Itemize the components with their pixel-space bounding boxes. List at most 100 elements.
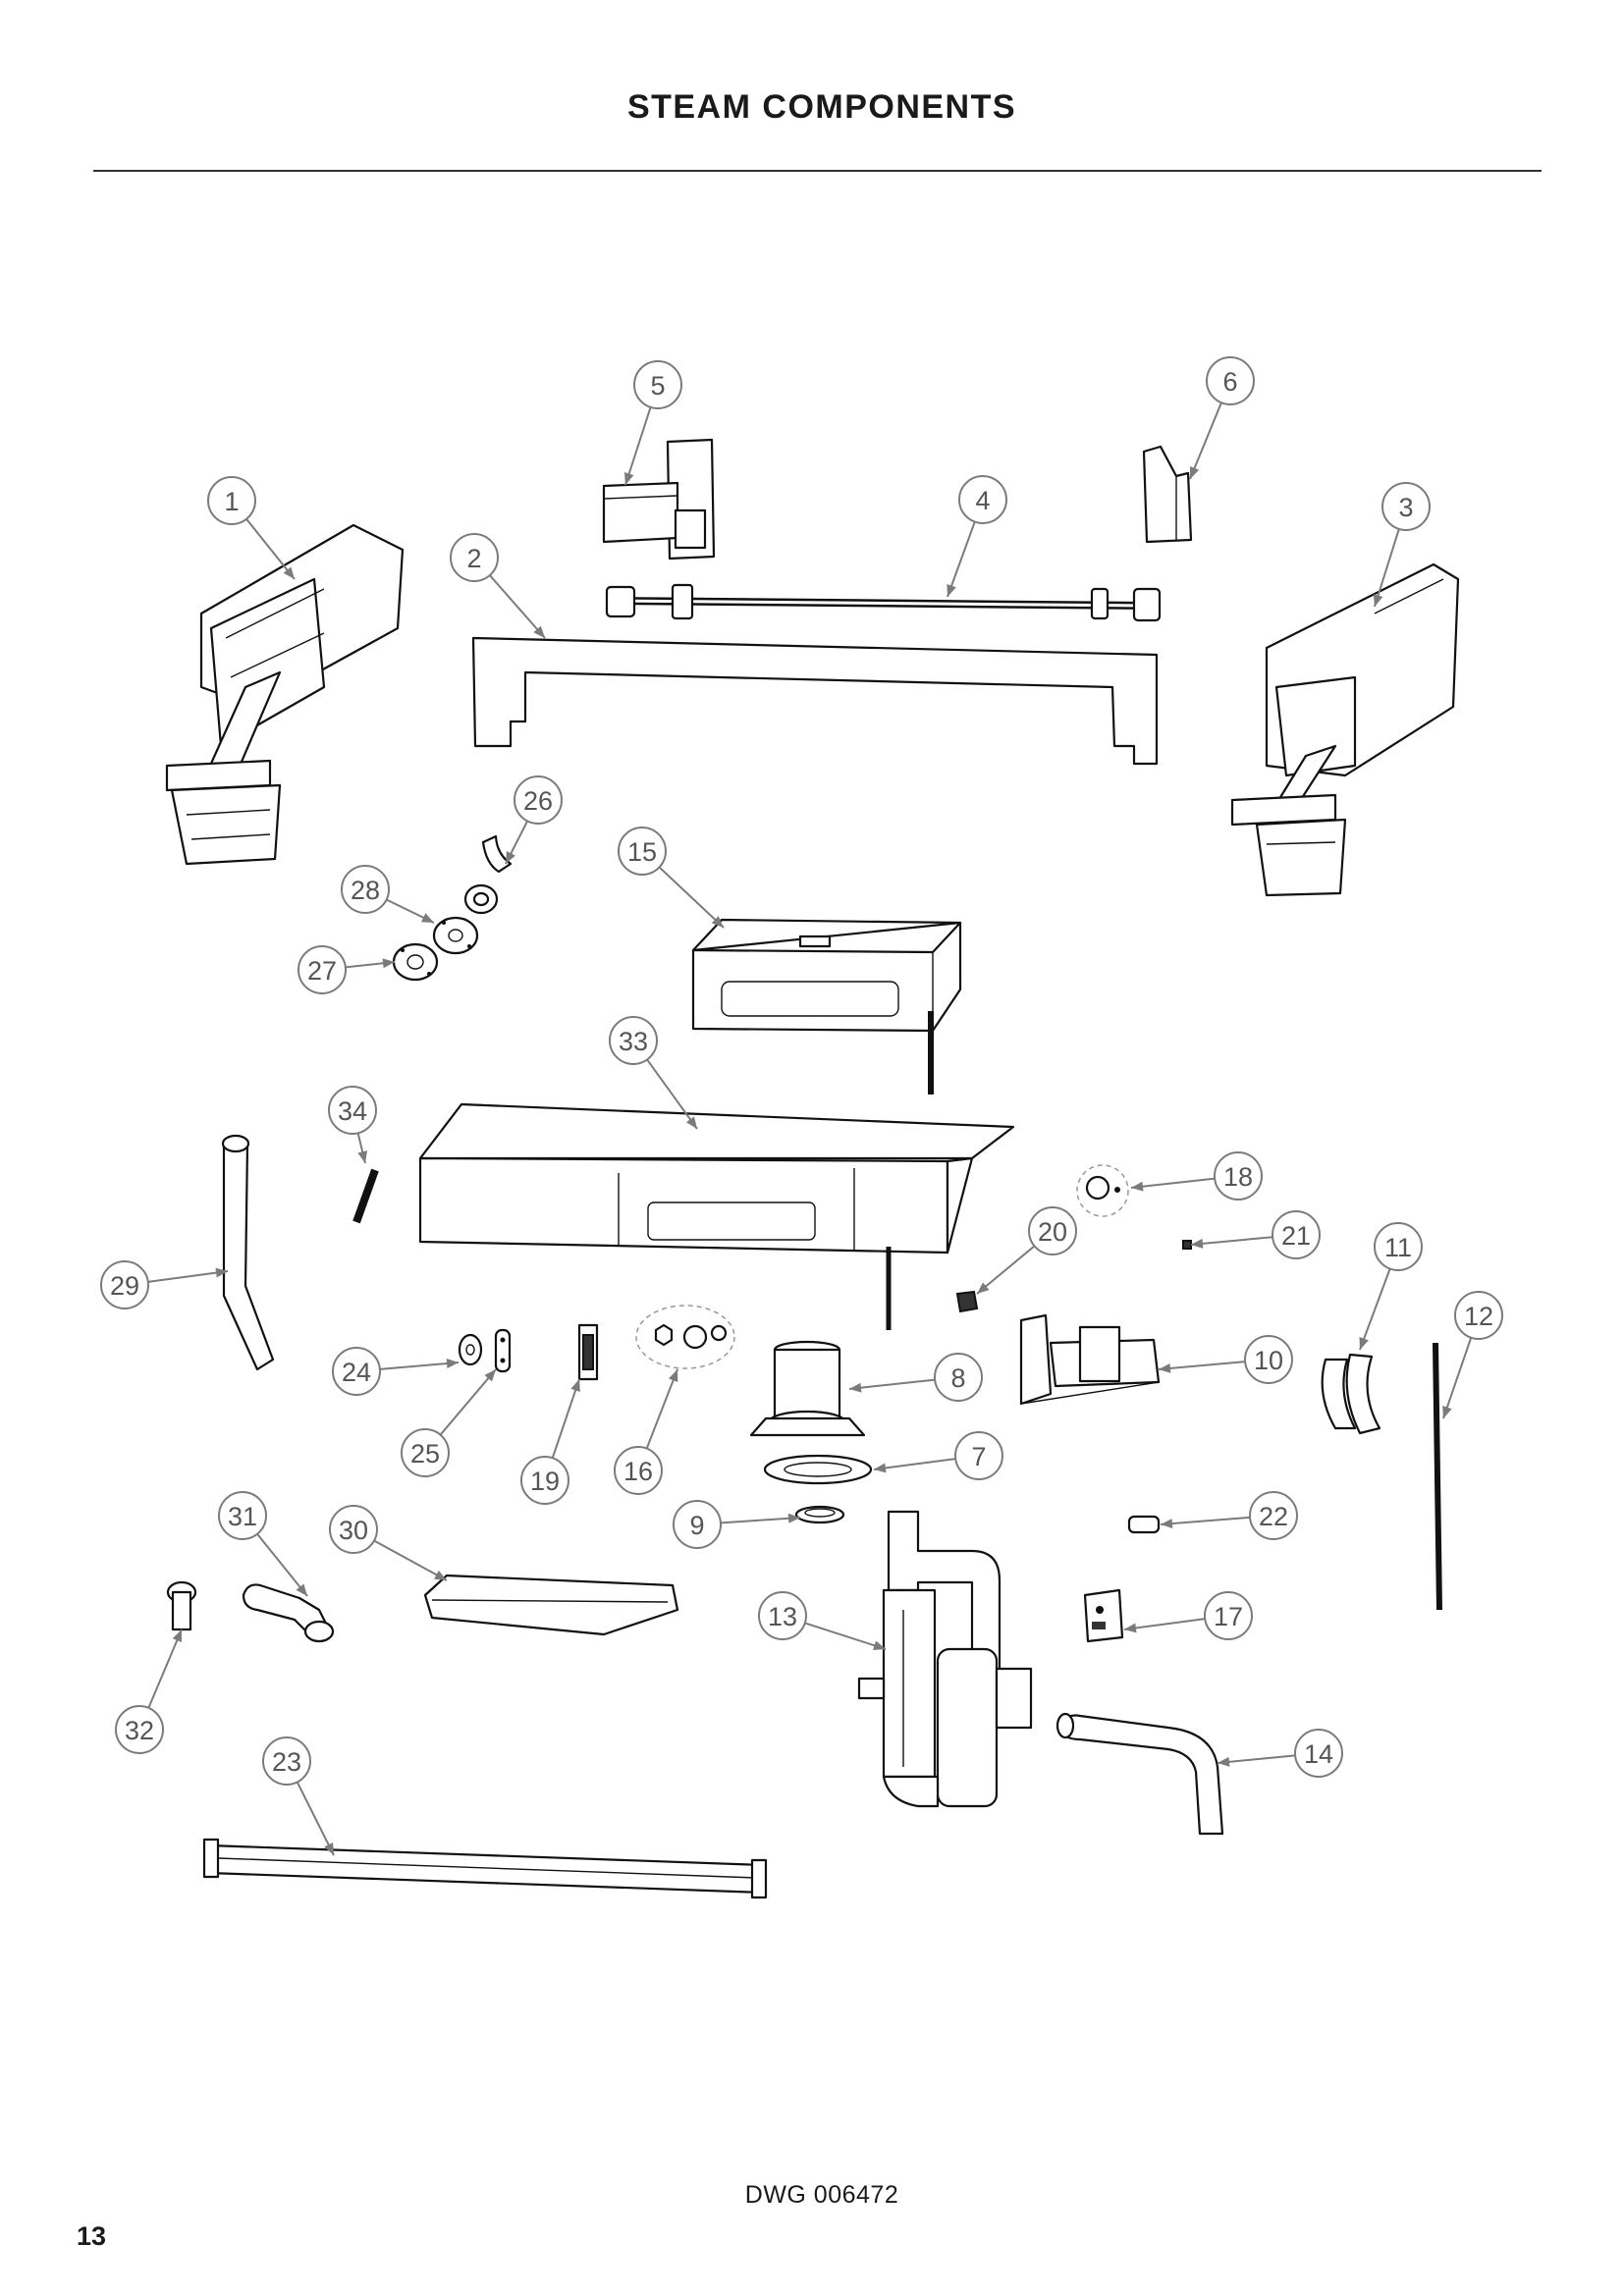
part-10-valve-assembly bbox=[1019, 1313, 1161, 1406]
leader-line-18 bbox=[1130, 1177, 1216, 1189]
callout-14: 14 bbox=[1294, 1729, 1343, 1778]
callout-circle bbox=[262, 1736, 311, 1786]
part-20-clip bbox=[955, 1290, 979, 1313]
callout-circle bbox=[450, 533, 499, 582]
leader-line-14 bbox=[1217, 1754, 1296, 1764]
callout-21: 21 bbox=[1272, 1210, 1321, 1259]
callout-number: 18 bbox=[1223, 1162, 1253, 1192]
callout-19: 19 bbox=[520, 1456, 569, 1505]
callout-4: 4 bbox=[958, 475, 1007, 524]
leader-arrow-30 bbox=[434, 1570, 447, 1580]
leader-line-25 bbox=[439, 1368, 497, 1436]
callout-10: 10 bbox=[1244, 1335, 1293, 1384]
callout-number: 14 bbox=[1304, 1739, 1333, 1769]
callout-number: 21 bbox=[1281, 1221, 1311, 1251]
callout-number: 31 bbox=[228, 1502, 257, 1531]
page-number: 13 bbox=[77, 2221, 107, 2251]
title-rule bbox=[93, 170, 1542, 172]
part-11-hose-clamps bbox=[1321, 1353, 1381, 1435]
callout-23: 23 bbox=[262, 1736, 311, 1786]
callout-number: 24 bbox=[342, 1358, 371, 1387]
leader-arrow-28 bbox=[421, 913, 434, 923]
part-15-water-tank bbox=[691, 918, 962, 1095]
callout-number: 8 bbox=[950, 1363, 965, 1393]
callout-circle bbox=[1214, 1151, 1263, 1201]
leader-line-20 bbox=[976, 1245, 1036, 1295]
leader-arrow-3 bbox=[1373, 594, 1383, 607]
callout-circle bbox=[673, 1500, 722, 1549]
part-4-drive-shaft bbox=[605, 583, 1162, 622]
leader-arrow-13 bbox=[873, 1640, 886, 1651]
callout-number: 22 bbox=[1259, 1502, 1288, 1531]
callout-circle bbox=[218, 1491, 267, 1540]
callout-circle bbox=[520, 1456, 569, 1505]
callout-number: 20 bbox=[1038, 1217, 1067, 1247]
part-31-elbow bbox=[242, 1583, 335, 1643]
leader-line-15 bbox=[658, 866, 725, 929]
part-2-trim-frame bbox=[471, 636, 1159, 766]
callout-circle bbox=[1374, 1222, 1423, 1271]
callout-17: 17 bbox=[1204, 1591, 1253, 1640]
leader-line-24 bbox=[379, 1362, 460, 1370]
leader-line-32 bbox=[147, 1629, 183, 1709]
callout-number: 32 bbox=[125, 1716, 154, 1745]
leader-arrow-18 bbox=[1131, 1181, 1144, 1192]
callout-8: 8 bbox=[934, 1353, 983, 1402]
callout-circle bbox=[1204, 1591, 1253, 1640]
leader-arrow-29 bbox=[215, 1267, 228, 1278]
callout-number: 5 bbox=[650, 371, 665, 400]
leader-arrow-8 bbox=[849, 1382, 862, 1393]
callout-number: 6 bbox=[1222, 367, 1237, 397]
part-27-gasket bbox=[392, 942, 439, 982]
callout-circle bbox=[1454, 1291, 1503, 1340]
leader-line-31 bbox=[256, 1533, 308, 1597]
leader-line-22 bbox=[1160, 1516, 1251, 1525]
callout-number: 25 bbox=[410, 1439, 440, 1468]
leader-arrow-16 bbox=[668, 1369, 678, 1382]
callout-circle bbox=[207, 476, 256, 525]
part-34-small-tube bbox=[352, 1168, 379, 1224]
part-5-motor-bracket bbox=[602, 438, 716, 561]
callout-number: 34 bbox=[338, 1096, 367, 1126]
leader-line-29 bbox=[147, 1270, 229, 1283]
leader-line-6 bbox=[1189, 401, 1222, 480]
callout-24: 24 bbox=[332, 1347, 381, 1396]
callout-circle bbox=[934, 1353, 983, 1402]
callout-number: 4 bbox=[975, 486, 990, 515]
leader-arrow-24 bbox=[446, 1359, 459, 1369]
part-24-washer bbox=[458, 1333, 483, 1366]
leader-arrow-2 bbox=[533, 625, 545, 638]
callout-circle bbox=[1249, 1491, 1298, 1540]
callout-circle bbox=[609, 1016, 658, 1065]
callout-circle bbox=[1206, 356, 1255, 405]
callout-circle bbox=[329, 1505, 378, 1554]
leader-arrow-25 bbox=[484, 1369, 496, 1382]
leader-arrow-5 bbox=[623, 472, 634, 485]
part-13-steam-generator bbox=[857, 1510, 1033, 1808]
callout-number: 28 bbox=[351, 876, 380, 905]
part-12-rod bbox=[1433, 1342, 1442, 1611]
leader-arrow-6 bbox=[1189, 466, 1200, 479]
leader-arrow-15 bbox=[711, 916, 724, 928]
callout-circle bbox=[328, 1086, 377, 1135]
leader-line-21 bbox=[1190, 1236, 1273, 1246]
callout-number: 27 bbox=[307, 956, 337, 986]
part-7-gasket bbox=[763, 1454, 873, 1485]
callout-25: 25 bbox=[401, 1428, 450, 1477]
leader-line-16 bbox=[645, 1368, 678, 1449]
leader-line-3 bbox=[1374, 528, 1400, 608]
leader-line-30 bbox=[373, 1539, 448, 1581]
callout-16: 16 bbox=[614, 1446, 663, 1495]
callout-6: 6 bbox=[1206, 356, 1255, 405]
part-23-rail bbox=[202, 1838, 768, 1899]
leader-arrow-27 bbox=[382, 958, 395, 969]
callout-circle bbox=[1272, 1210, 1321, 1259]
part-3-right-runner bbox=[1230, 562, 1460, 897]
callout-number: 12 bbox=[1464, 1302, 1493, 1331]
part-6-bracket bbox=[1142, 445, 1193, 544]
callout-15: 15 bbox=[618, 827, 667, 876]
part-29-steam-pipe bbox=[221, 1134, 275, 1371]
leader-arrow-20 bbox=[977, 1282, 990, 1294]
callout-13: 13 bbox=[758, 1591, 807, 1640]
callout-circle bbox=[401, 1428, 450, 1477]
